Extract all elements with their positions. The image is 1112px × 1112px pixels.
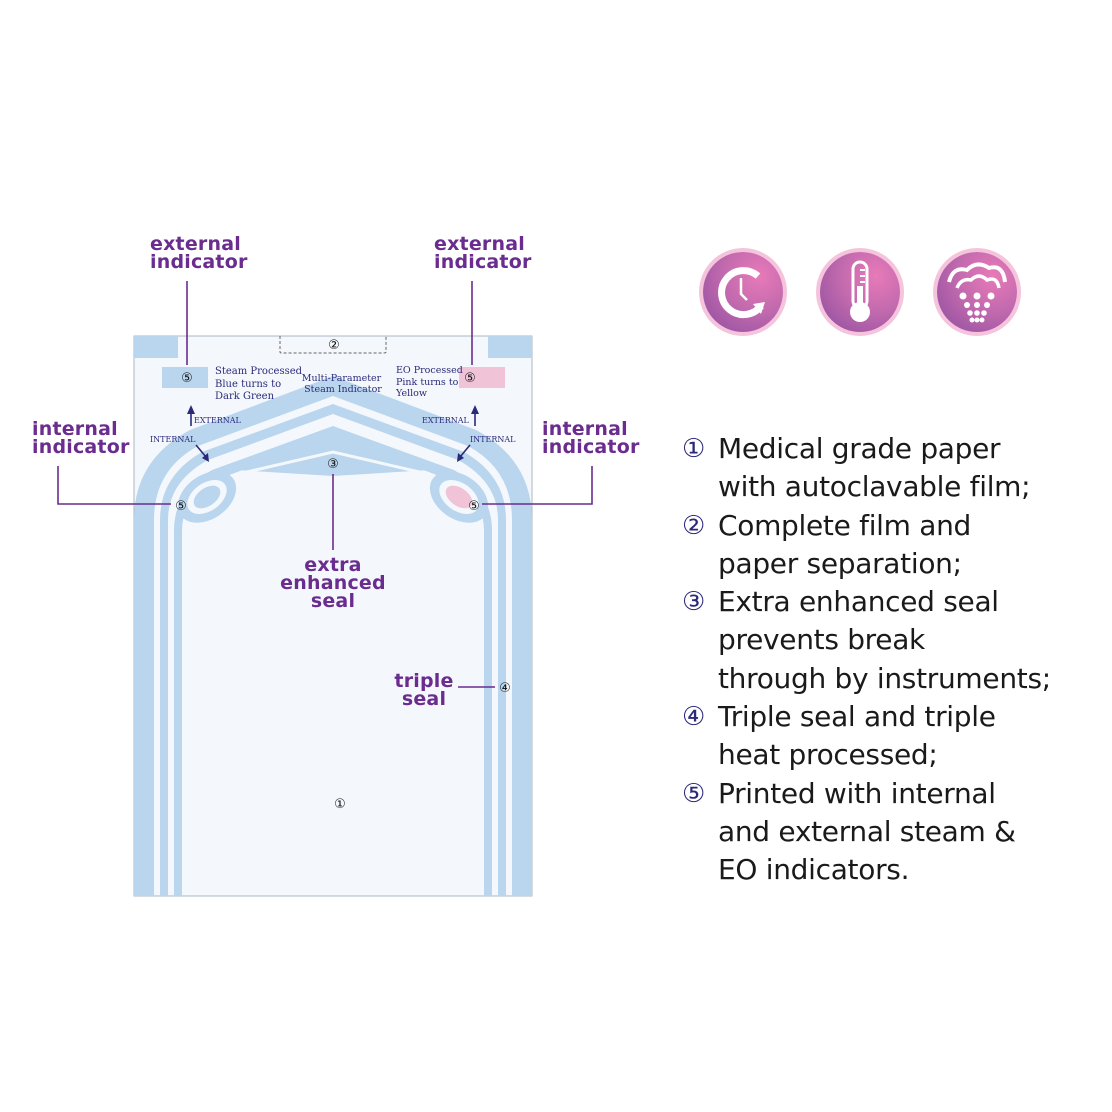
callout-internal-indicator-left: internal indicator	[32, 418, 130, 458]
callout-line: indicator	[150, 251, 248, 273]
callout-extra-enhanced-seal: extra enhanced seal	[270, 554, 396, 612]
steam-indicator-text: Steam Processed Blue turns to Dark Green	[215, 366, 305, 402]
marker-3: ③	[327, 457, 339, 472]
arrow-icon	[187, 405, 479, 462]
marker-5-external-eo: ⑤	[464, 371, 476, 386]
callout-internal-indicator-right: internal indicator	[542, 418, 640, 458]
internal-label-right: INTERNAL	[470, 435, 516, 444]
callout-line: seal	[310, 590, 356, 612]
multi-parameter-text: Multi-Parameter Steam Indicator	[302, 373, 384, 395]
callout-line: external	[150, 233, 241, 255]
eo-indicator-text: EO Processed Pink turns to Yellow	[395, 365, 466, 399]
enhanced-seal-band	[236, 436, 430, 476]
callout-triple-seal: triple seal	[392, 670, 456, 710]
callout-line: triple	[394, 670, 454, 692]
callout-external-indicator-right: external indicator	[434, 233, 532, 273]
internal-indicator-eo	[445, 485, 473, 509]
feature-number: ④	[682, 702, 706, 733]
callout-leaders	[57, 281, 593, 688]
marker-5-external-steam: ⑤	[181, 371, 193, 386]
corner-tab-left	[134, 336, 178, 358]
feature-number: ②	[682, 510, 706, 541]
callout-line: indicator	[32, 436, 130, 458]
feature-number: ①	[682, 434, 706, 464]
internal-indicator-steam	[193, 485, 221, 509]
callout-external-indicator-left: external indicator	[150, 233, 248, 273]
internal-label-left: INTERNAL	[150, 435, 196, 444]
external-indicator-eo	[459, 367, 505, 388]
marker-4: ④	[499, 681, 511, 696]
thermometer-icon	[820, 252, 900, 332]
steam-icon	[937, 252, 1017, 332]
callout-line: extra	[304, 554, 362, 576]
callout-line: enhanced	[280, 572, 386, 594]
external-label-left: EXTERNAL	[194, 416, 242, 425]
separation-notch	[279, 336, 387, 354]
callout-line: external	[434, 233, 525, 255]
marker-1: ①	[334, 797, 346, 812]
corner-tab-right	[488, 336, 532, 358]
callout-line: seal	[401, 688, 447, 710]
external-indicator-steam	[162, 367, 208, 388]
time-cycle-icon	[703, 252, 783, 332]
feature-number: ③	[682, 587, 706, 618]
callout-line: indicator	[434, 251, 532, 273]
marker-5-internal-steam: ⑤	[175, 499, 187, 514]
feature-number: ⑤	[682, 778, 706, 809]
feature-icons	[700, 252, 1020, 334]
callout-line: internal	[32, 418, 118, 440]
external-label-right: EXTERNAL	[422, 416, 470, 425]
marker-5-internal-eo: ⑤	[468, 499, 480, 514]
callout-line: indicator	[542, 436, 640, 458]
callout-line: internal	[542, 418, 628, 440]
marker-2: ②	[328, 338, 340, 353]
